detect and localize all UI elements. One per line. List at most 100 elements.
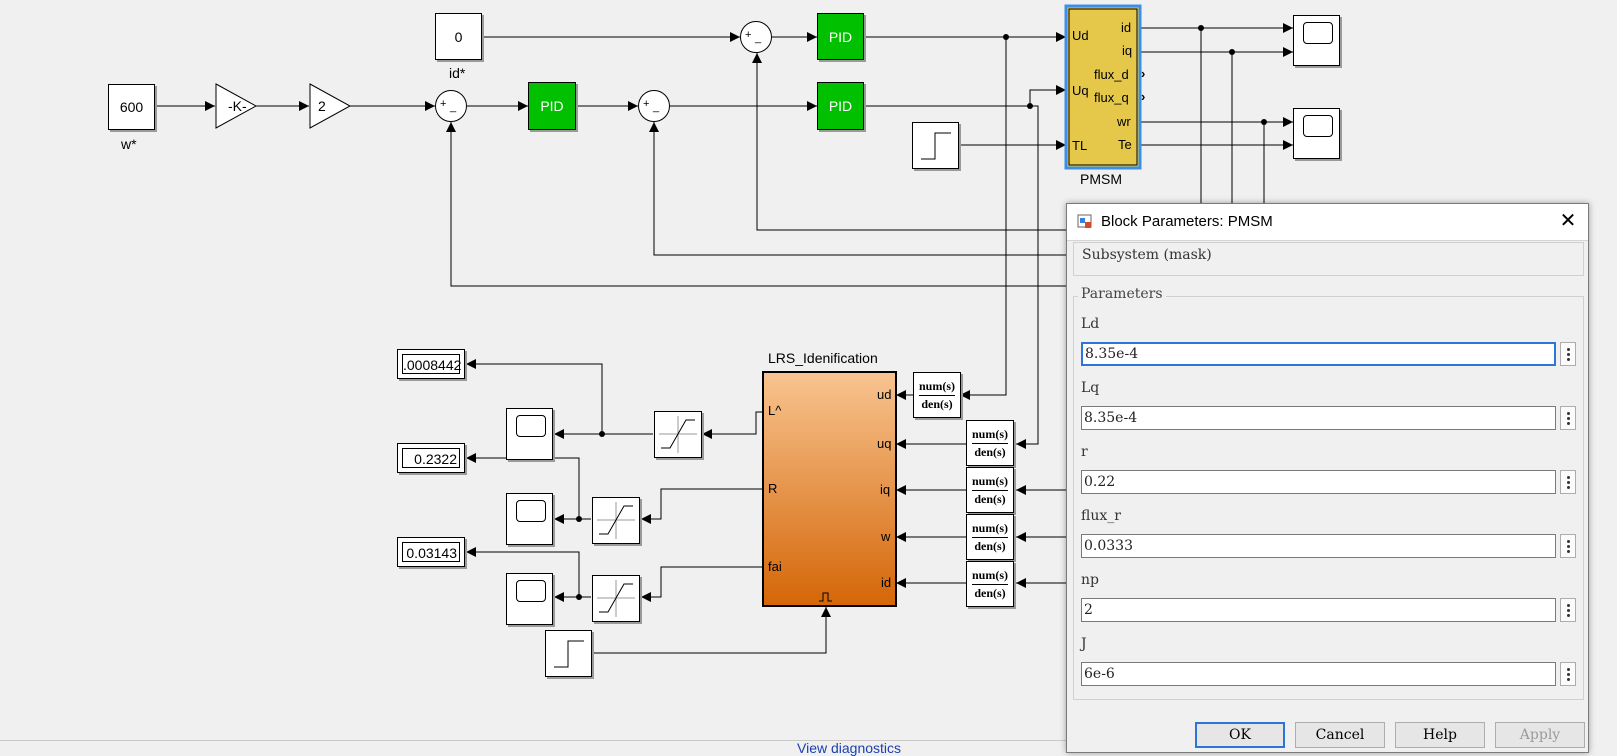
dialog-title: Block Parameters: PMSM <box>1101 213 1273 230</box>
signal-line <box>649 122 1066 256</box>
scope-screen-icon <box>1303 22 1333 44</box>
sum-block[interactable]: +_ <box>740 21 772 53</box>
pmsm-port-id: id <box>1121 20 1132 35</box>
signal-line <box>752 53 1066 231</box>
saturation-block[interactable] <box>592 497 640 544</box>
ok-button[interactable]: OK <box>1195 722 1285 748</box>
pmsm-port-iq: iq <box>1122 43 1133 58</box>
saturation-icon <box>597 580 635 617</box>
transfer-fcn-block[interactable]: num(s)den(s) <box>913 372 961 418</box>
scope-block[interactable] <box>1293 15 1340 66</box>
signal-line <box>466 359 653 435</box>
help-button[interactable]: Help <box>1395 722 1485 748</box>
param-menu-icon[interactable] <box>1560 470 1576 494</box>
param-label-j: J <box>1081 636 1087 652</box>
param-label-ld: Ld <box>1081 316 1100 332</box>
scope-screen-icon <box>516 415 546 437</box>
goto-chevron-icon: › <box>1141 89 1146 104</box>
pmsm-block[interactable] <box>1064 4 1142 170</box>
saturation-icon <box>659 416 697 453</box>
param-input-flux-r[interactable] <box>1081 534 1556 558</box>
parameters-group <box>1073 296 1584 700</box>
signal-line <box>592 607 831 654</box>
saturation-block[interactable] <box>592 575 640 622</box>
cancel-button[interactable]: Cancel <box>1295 722 1385 748</box>
constant-id-block[interactable]: 0 <box>435 13 482 60</box>
param-menu-icon[interactable] <box>1560 534 1576 558</box>
signal-line <box>641 566 763 602</box>
display-block-fai[interactable]: 0.03143 <box>397 537 465 567</box>
w-ref-label: w* <box>121 136 137 152</box>
constant-w-block[interactable]: 600 <box>108 84 155 130</box>
lrs-port-id: id <box>881 575 892 590</box>
constant-id-value: 0 <box>454 28 463 45</box>
param-menu-icon[interactable] <box>1560 342 1576 366</box>
parameters-group-label: Parameters <box>1078 286 1166 302</box>
status-bar: View diagnostics <box>0 740 1066 756</box>
display-value: .0008442 <box>402 354 461 374</box>
transfer-fcn-block[interactable]: num(s)den(s) <box>966 514 1014 560</box>
sum-block[interactable]: +_ <box>638 90 670 122</box>
pid-block-speed[interactable]: PID <box>528 82 576 130</box>
lrs-port-r: R <box>768 481 778 496</box>
close-icon[interactable]: ✕ <box>1559 210 1577 232</box>
step-block-load[interactable] <box>912 122 959 169</box>
block-parameters-dialog[interactable]: Block Parameters: PMSM ✕ Subsystem (mask… <box>1066 203 1589 753</box>
mask-description: Subsystem (mask) <box>1082 247 1212 263</box>
param-label-lq: Lq <box>1081 380 1100 396</box>
param-menu-icon[interactable] <box>1560 406 1576 430</box>
pid-block-iq[interactable]: PID <box>817 82 864 130</box>
display-value: 0.2322 <box>402 448 460 468</box>
saturation-block[interactable] <box>654 411 702 458</box>
signal-line <box>446 122 1066 287</box>
lrs-block-name: LRS_Idenification <box>768 350 878 366</box>
scope-block[interactable] <box>506 493 553 545</box>
lrs-identification-block[interactable] <box>762 371 897 607</box>
pmsm-port-ud: Ud <box>1072 28 1089 43</box>
sum-block[interactable]: +_ <box>435 90 467 122</box>
pid-block-id[interactable]: PID <box>817 13 864 60</box>
lrs-port-l-hat: L^ <box>768 403 782 418</box>
param-input-ld[interactable] <box>1081 342 1556 366</box>
param-input-lq[interactable] <box>1081 406 1556 430</box>
view-diagnostics-link[interactable]: View diagnostics <box>797 740 902 756</box>
pmsm-port-uq: Uq <box>1072 83 1089 98</box>
param-input-j[interactable] <box>1081 662 1556 686</box>
simulink-block-icon <box>1077 214 1092 228</box>
lrs-port-fai: fai <box>768 559 782 574</box>
apply-button[interactable]: Apply <box>1495 722 1585 748</box>
gain-2-label: 2 <box>318 98 326 114</box>
param-label-r: r <box>1081 444 1088 460</box>
scope-block[interactable] <box>506 408 553 460</box>
param-menu-icon[interactable] <box>1560 598 1576 622</box>
display-value: 0.03143 <box>402 542 460 562</box>
gain-2-block[interactable] <box>309 83 352 129</box>
param-input-np[interactable] <box>1081 598 1556 622</box>
display-block-l[interactable]: .0008442 <box>397 349 465 379</box>
pmsm-port-te: Te <box>1118 137 1132 152</box>
display-block-r[interactable]: 0.2322 <box>397 443 465 473</box>
signal-line <box>641 488 763 524</box>
step-block-trigger[interactable] <box>545 630 592 677</box>
signal-line <box>960 37 1007 400</box>
lrs-port-ud: ud <box>877 387 892 402</box>
transfer-fcn-block[interactable]: num(s)den(s) <box>966 561 1014 607</box>
signal-line <box>702 411 763 439</box>
constant-w-value: 600 <box>119 99 144 115</box>
transfer-fcn-block[interactable]: num(s)den(s) <box>966 467 1014 513</box>
scope-block[interactable] <box>506 573 553 625</box>
param-input-r[interactable] <box>1081 470 1556 494</box>
transfer-fcn-block[interactable]: num(s)den(s) <box>966 420 1014 466</box>
scope-screen-icon <box>516 580 546 602</box>
scope-screen-icon <box>1303 115 1333 137</box>
gain-k-block[interactable] <box>215 83 258 129</box>
lrs-port-iq: iq <box>880 482 891 497</box>
scope-block[interactable] <box>1293 108 1340 159</box>
step-icon <box>554 640 584 668</box>
pmsm-port-wr: wr <box>1117 114 1131 129</box>
trigger-pulse-icon <box>819 592 832 602</box>
mask-description-group: Subsystem (mask) <box>1073 242 1584 276</box>
dialog-title-bar[interactable]: Block Parameters: PMSM ✕ <box>1067 204 1588 241</box>
param-menu-icon[interactable] <box>1560 662 1576 686</box>
